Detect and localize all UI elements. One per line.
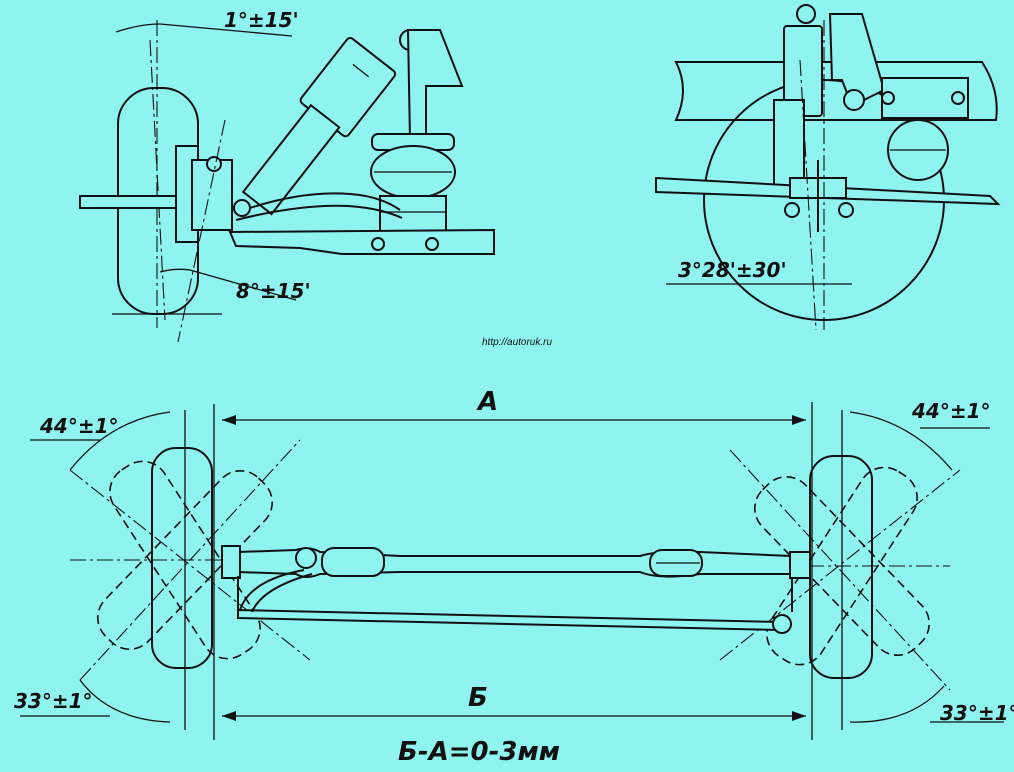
leaf-spring-top — [237, 192, 401, 213]
left-wheel-turned-33 — [109, 460, 261, 660]
left-kingpin — [295, 547, 317, 569]
front-axle-beam — [237, 547, 791, 578]
right-wheel-straight — [809, 455, 873, 679]
camber-angle-label: 1°±15' — [224, 8, 299, 32]
lower-beam — [228, 228, 495, 255]
spring-eye — [233, 199, 251, 217]
camber-line — [149, 39, 166, 321]
left-top-angle-label: 44°±1° — [39, 414, 119, 438]
tie-rod — [237, 608, 781, 632]
right-bottom-angle-label: 33°±1° — [940, 701, 1014, 725]
upper-bracket — [406, 29, 464, 141]
left-wheel-turned-44 — [96, 469, 274, 651]
tie-rod-end — [772, 614, 792, 634]
kingpin-axis — [177, 119, 226, 343]
kingpin-top — [206, 156, 222, 172]
side-view-suspension — [655, 4, 1001, 331]
left-wheel-straight — [151, 447, 213, 669]
caster-angle-label: 3°28'±30' — [678, 258, 787, 282]
watermark-url: http://autoruk.ru — [482, 337, 552, 348]
toe-in-formula: Б-А=0-3мм — [398, 737, 560, 767]
shock-side-lower — [773, 99, 805, 193]
axle-stub — [79, 195, 181, 209]
left-bottom-angle-label: 33°±1° — [14, 689, 93, 713]
top-view-steering — [20, 402, 1004, 740]
dimension-b-label: Б — [468, 683, 488, 713]
right-top-angle-label: 44°±1° — [911, 399, 991, 423]
air-spring — [370, 133, 456, 237]
front-view-suspension — [79, 20, 495, 343]
steering-arm — [239, 569, 305, 611]
dimension-a-label: А — [476, 387, 498, 417]
right-wheel-turned-33 — [766, 466, 918, 666]
shock-lower-body — [241, 103, 341, 216]
caster-axis — [799, 59, 817, 331]
kingpin-angle-label: 8°±15' — [236, 279, 311, 303]
right-wheel-turned-44 — [753, 475, 931, 657]
